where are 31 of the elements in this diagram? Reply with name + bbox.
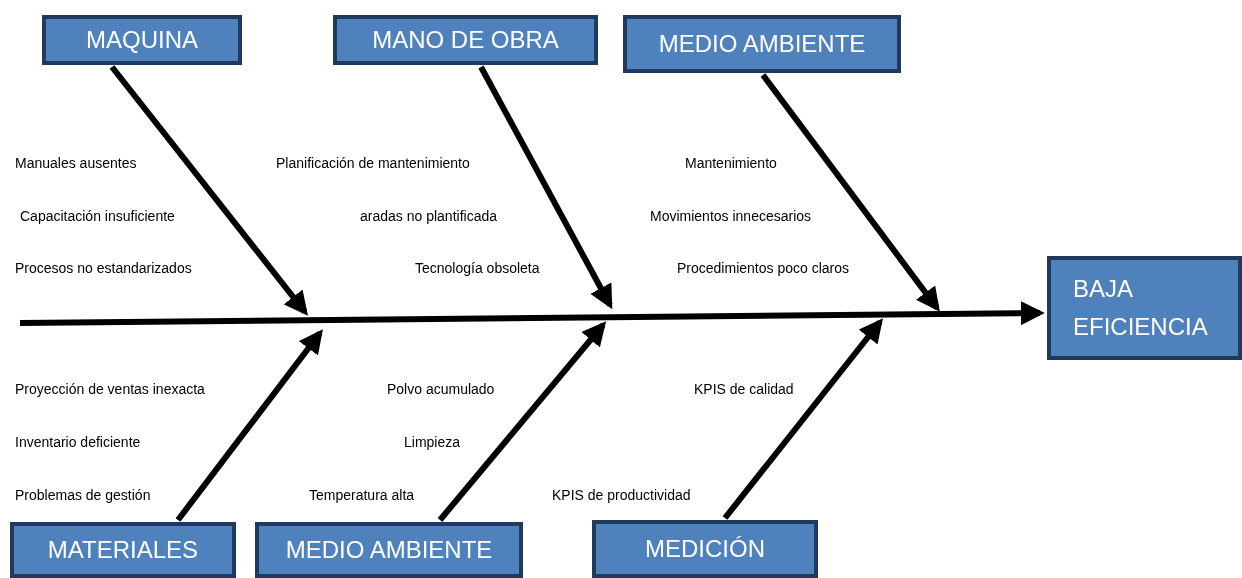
bone-arrow: [437, 321, 607, 522]
cause-label: Limpieza: [404, 433, 461, 452]
bone-arrow: [722, 318, 883, 520]
cause-label: Mantenimiento: [685, 154, 777, 173]
cause-label: Polvo acumulado: [387, 380, 495, 399]
cause-label: Movimientos innecesarios: [650, 207, 812, 226]
cause-label: aradas no plantificada: [360, 207, 497, 226]
cause-label: KPIS de calidad: [694, 380, 794, 399]
cause-label: Tecnología obsoleta: [415, 259, 540, 278]
bone-arrow: [175, 329, 323, 522]
cause-label: Capacitación insuficiente: [20, 207, 175, 226]
cause-label: Manuales ausentes: [15, 154, 137, 173]
cause-label: Proyección de ventas inexacta: [15, 380, 205, 399]
category-box: MAQUINA: [42, 15, 242, 65]
cause-label: Temperatura alta: [309, 486, 415, 505]
bone-arrow: [478, 65, 613, 310]
category-box: MEDICIÓN: [592, 520, 818, 578]
cause-label: KPIS de productividad: [552, 486, 691, 505]
bone-arrow: [760, 73, 940, 312]
cause-label: Problemas de gestión: [15, 486, 151, 505]
cause-label: Planificación de mantenimiento: [276, 154, 470, 173]
category-box: MATERIALES: [10, 522, 236, 578]
cause-label: Inventario deficiente: [15, 433, 141, 452]
category-box: MANO DE OBRA: [333, 15, 598, 65]
cause-label: Procedimientos poco claros: [677, 259, 849, 278]
category-box: MEDIO AMBIENTE: [255, 522, 523, 578]
bone-arrow: [109, 65, 308, 316]
category-box: MEDIO AMBIENTE: [623, 15, 901, 73]
spine-arrow: [19, 301, 1045, 326]
cause-label: Procesos no estandarizados: [15, 259, 192, 278]
effect-box: BAJA EFICIENCIA: [1047, 256, 1242, 360]
